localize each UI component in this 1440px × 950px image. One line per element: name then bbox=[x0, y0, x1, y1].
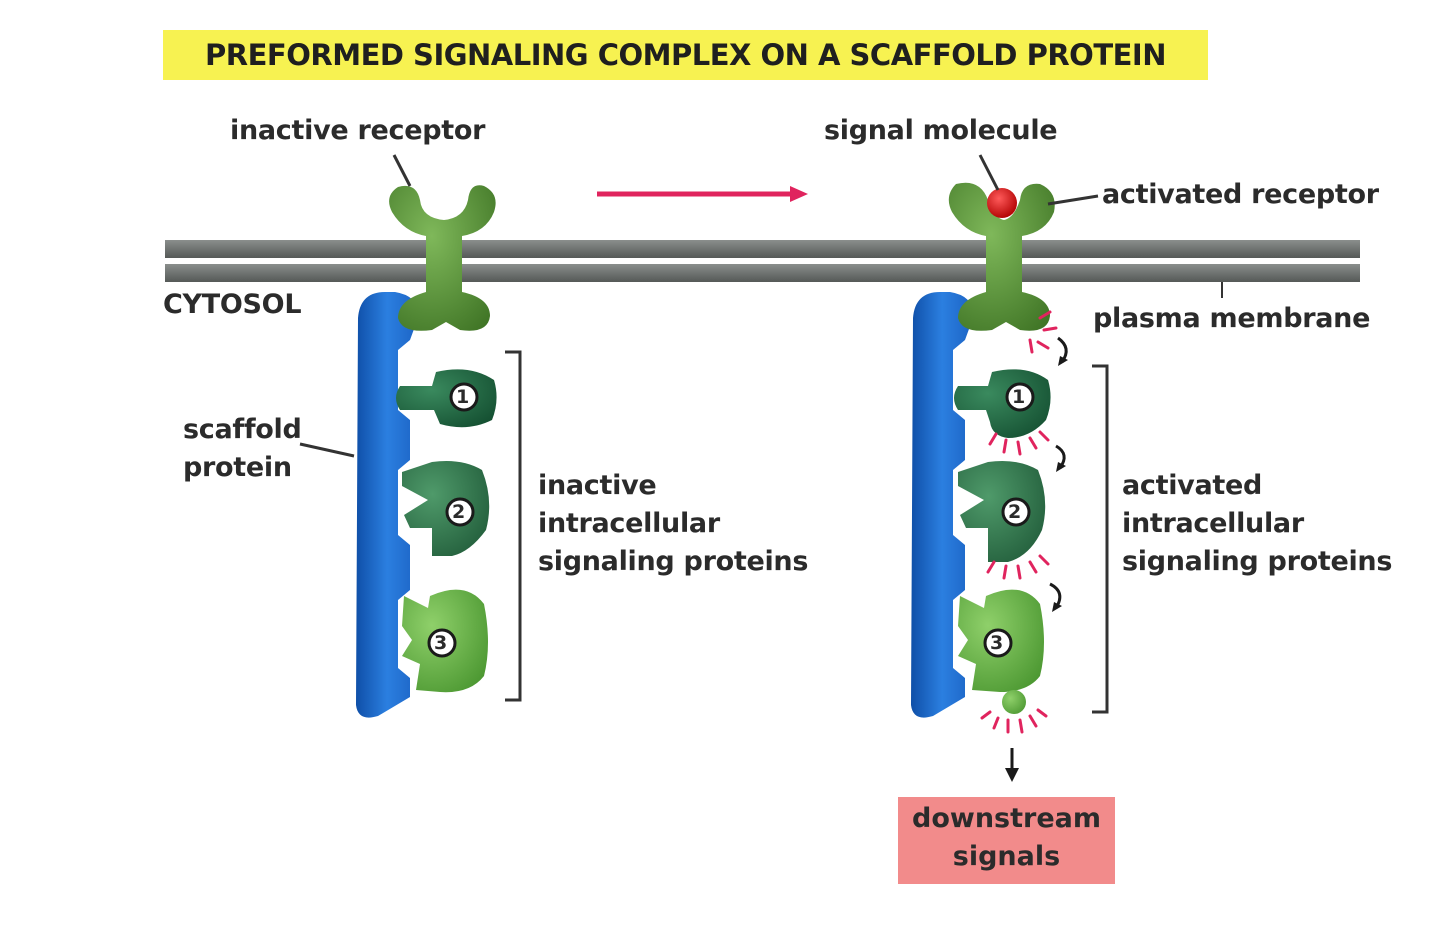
activation-marks bbox=[980, 310, 1058, 734]
cytosol-label: CYTOSOL bbox=[163, 289, 302, 320]
protein-3-number-left: 3 bbox=[434, 632, 447, 654]
activated-receptor bbox=[948, 182, 1055, 331]
protein-1-number-left: 1 bbox=[456, 386, 469, 408]
plasma-membrane bbox=[165, 240, 1360, 282]
activated-proteins-label: activated intracellular signaling protei… bbox=[1122, 470, 1393, 577]
downstream-signals-box bbox=[898, 797, 1115, 884]
activated-complex bbox=[911, 154, 1109, 782]
activated-receptor-leader bbox=[1047, 194, 1099, 206]
inactive-bracket bbox=[505, 350, 522, 702]
signal-molecule bbox=[987, 188, 1017, 218]
protein-3-left bbox=[402, 589, 488, 693]
inactive-proteins-label: inactive intracellular signaling protein… bbox=[538, 470, 809, 577]
activated-receptor-label: activated receptor bbox=[1102, 179, 1379, 210]
inactive-receptor-label: inactive receptor bbox=[230, 115, 486, 146]
downstream-signals-label: downstream signals bbox=[912, 803, 1101, 872]
protein-2-right bbox=[958, 461, 1046, 562]
activation-mark-protein-2 bbox=[986, 554, 1050, 580]
figure-title: PREFORMED SIGNALING COMPLEX ON A SCAFFOL… bbox=[205, 38, 1166, 72]
plasma-membrane-label: plasma membrane bbox=[1093, 303, 1371, 334]
protein-1-number-right: 1 bbox=[1012, 386, 1025, 408]
protein-1-left bbox=[396, 369, 497, 428]
downstream-arrow bbox=[1005, 748, 1019, 782]
activation-arrows bbox=[1049, 336, 1068, 612]
title-highlight bbox=[163, 30, 1208, 80]
scaffold-protein-left bbox=[356, 292, 419, 718]
signal-molecule-label: signal molecule bbox=[824, 115, 1058, 146]
protein-2-left bbox=[402, 461, 490, 556]
inactive-complex bbox=[299, 154, 522, 718]
activation-mark-protein-3 bbox=[980, 708, 1048, 734]
activation-mark-protein-1 bbox=[988, 430, 1050, 456]
protein-2-number-left: 2 bbox=[452, 501, 465, 523]
activated-bracket bbox=[1092, 364, 1109, 714]
protein-3-right bbox=[958, 589, 1044, 714]
activation-mark-receptor bbox=[1028, 310, 1058, 354]
scaffold-protein-right bbox=[911, 292, 974, 718]
scaffold-leader bbox=[299, 442, 355, 458]
inactive-receptor-left bbox=[389, 185, 496, 331]
scaffold-protein-label: scaffold protein bbox=[183, 414, 302, 483]
signal-molecule-leader bbox=[978, 154, 1000, 191]
protein-1-right bbox=[954, 369, 1051, 438]
protein-3-number-right: 3 bbox=[990, 632, 1003, 654]
protein-2-number-right: 2 bbox=[1008, 501, 1021, 523]
transition-arrow bbox=[597, 186, 808, 202]
inactive-receptor-leader bbox=[392, 154, 412, 187]
